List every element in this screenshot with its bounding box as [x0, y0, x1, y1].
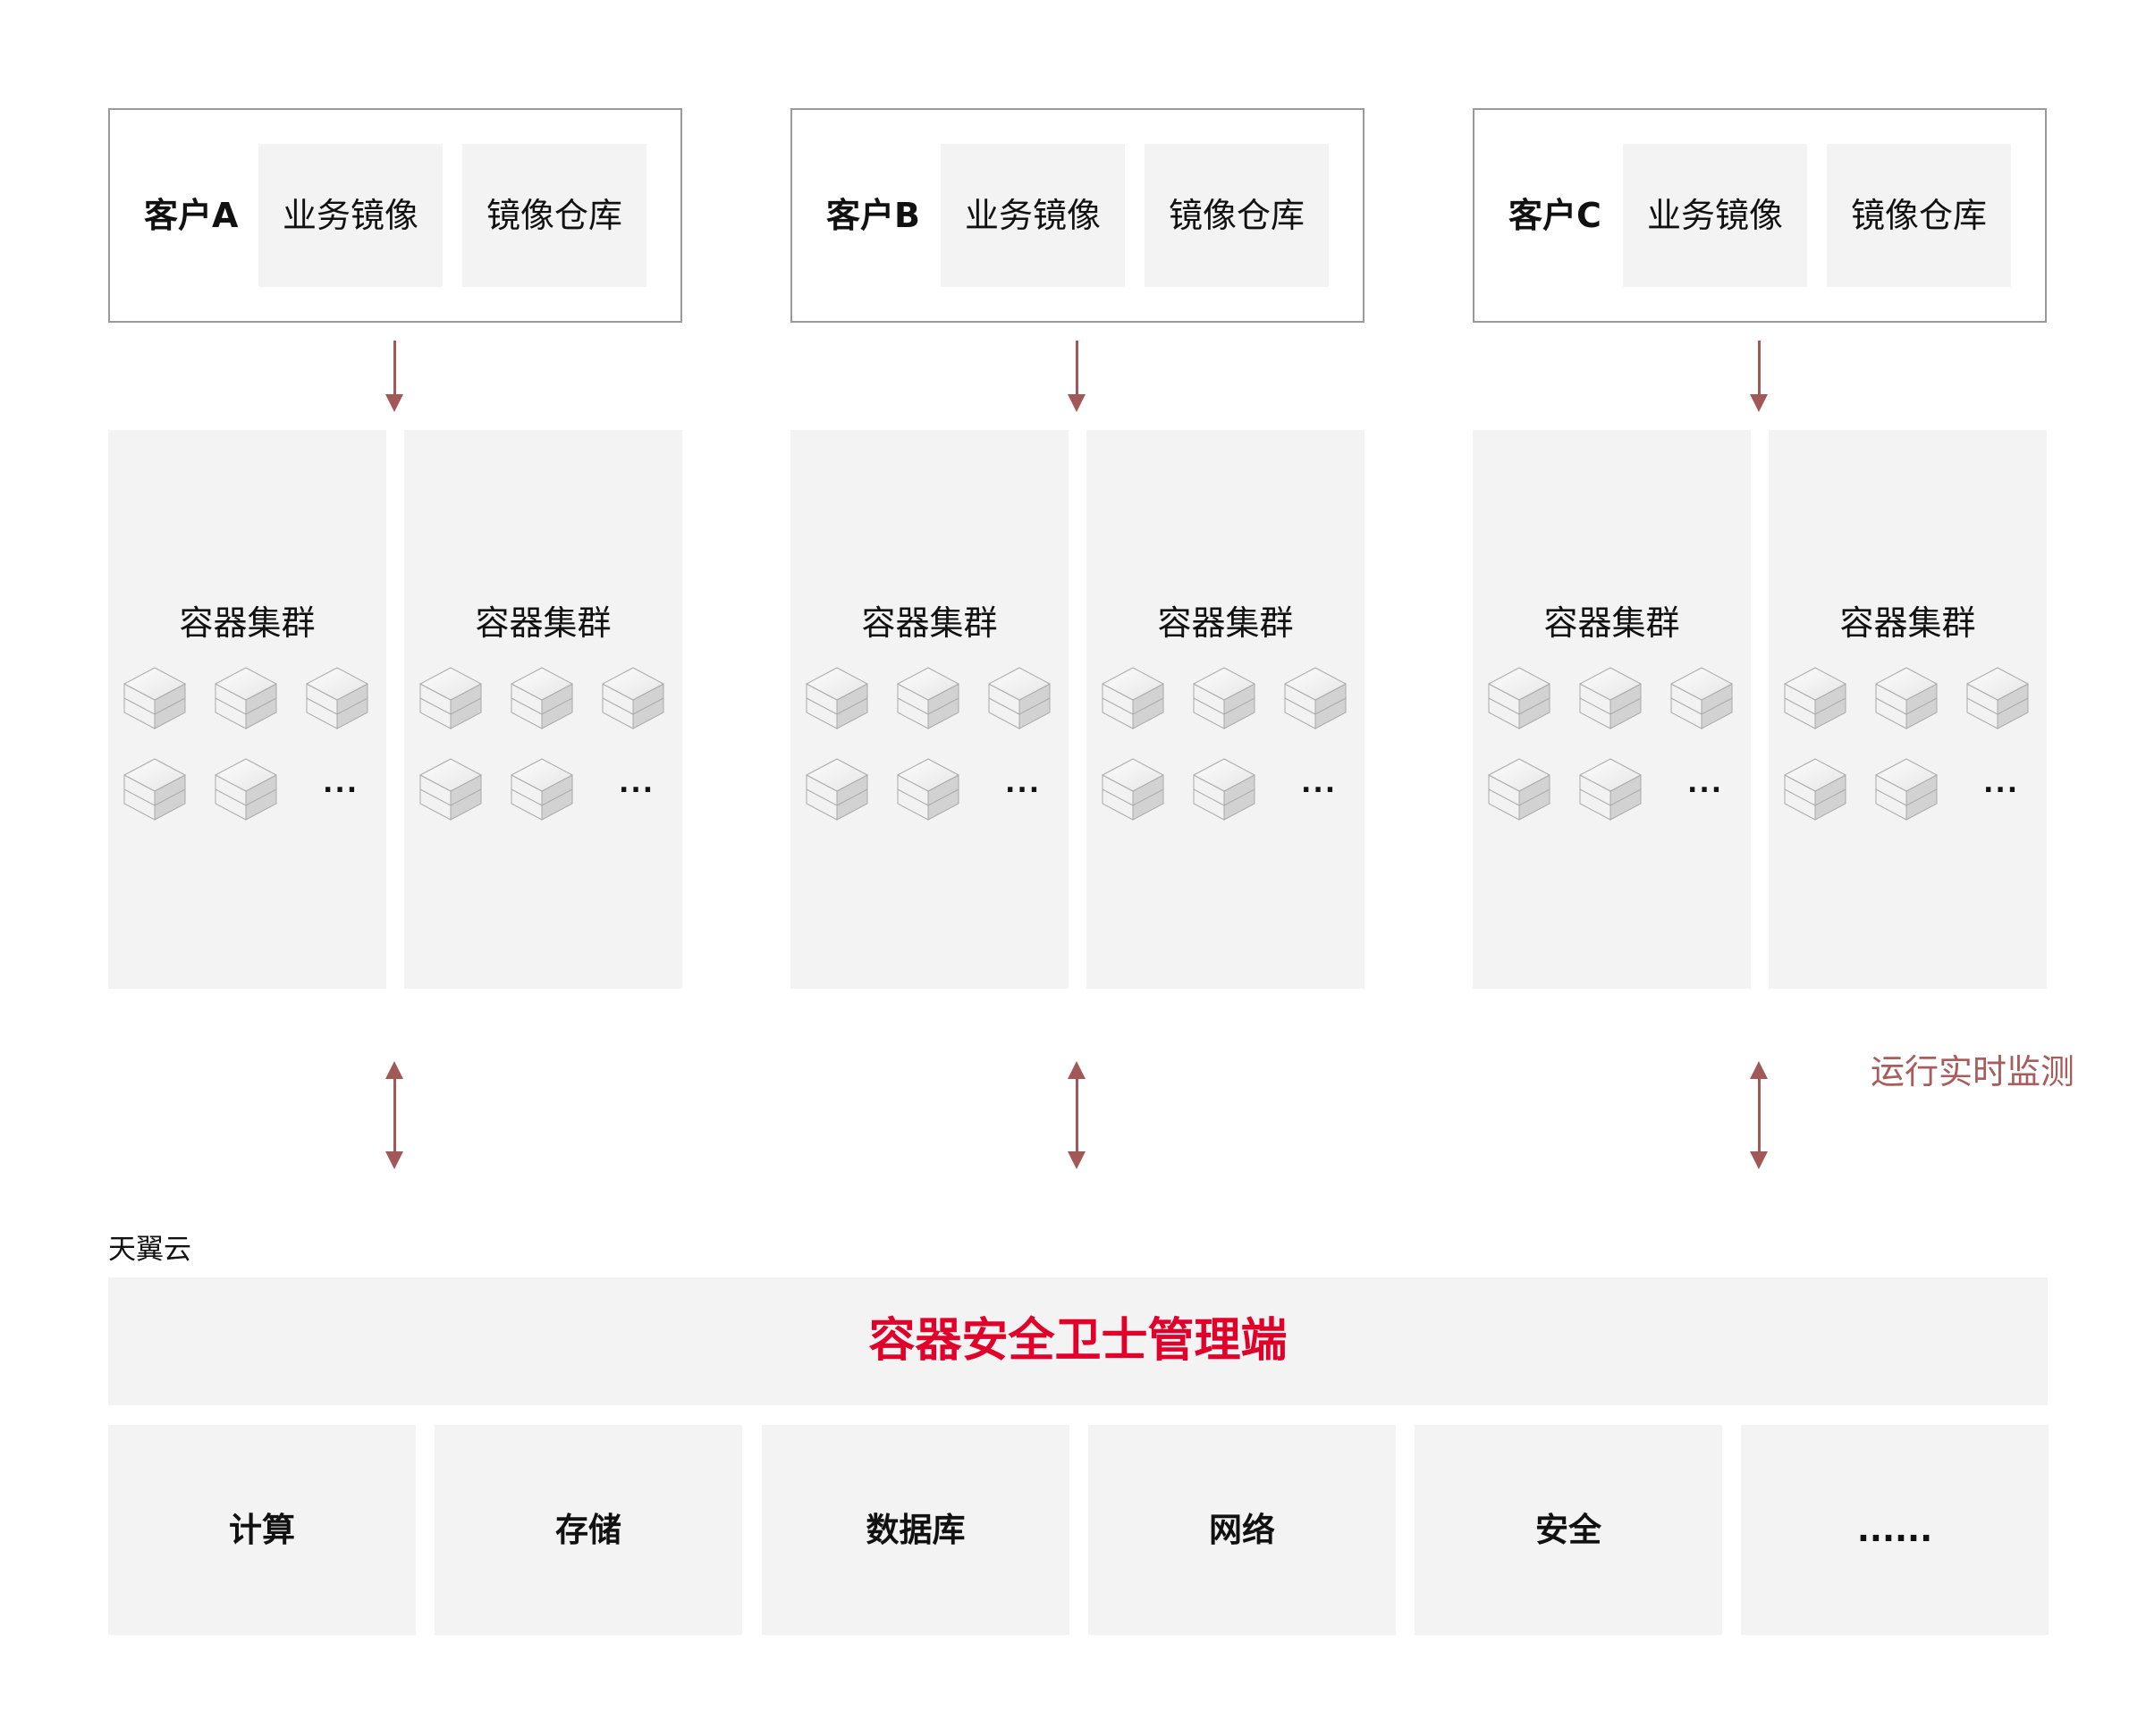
cluster-title: 容器集群 — [475, 603, 612, 643]
container-cube-icon — [803, 664, 871, 732]
container-cube-icon — [417, 664, 485, 732]
customer-label: 客户A — [144, 196, 239, 235]
cluster-title: 容器集群 — [1157, 603, 1294, 643]
down-arrow — [1758, 341, 1761, 396]
cluster-title: 容器集群 — [861, 603, 998, 643]
arrow-head-icon — [1068, 1061, 1086, 1079]
container-cube-icon — [212, 664, 280, 732]
service-tile: 网络 — [1088, 1425, 1396, 1635]
container-cube-icon — [1099, 755, 1167, 823]
container-cube-icon — [1190, 664, 1258, 732]
arrow-head-icon — [1068, 394, 1086, 412]
customer-box: 客户B 业务镜像镜像仓库 — [790, 108, 1364, 323]
container-cube-icon — [1781, 755, 1849, 823]
cloud-label: 天翼云 — [108, 1234, 191, 1266]
container-cube-icon — [508, 755, 576, 823]
container-cube-icon — [1781, 664, 1849, 732]
more-indicator: ... — [1301, 768, 1338, 799]
business-image-tile: 业务镜像 — [941, 144, 1125, 287]
container-cube-icon — [894, 664, 962, 732]
more-indicator: ... — [323, 768, 359, 799]
arrow-head-icon — [1750, 394, 1768, 412]
arrow-head-icon — [1750, 1151, 1768, 1169]
container-cube-icon — [1964, 664, 2032, 732]
cluster-title: 容器集群 — [179, 603, 316, 643]
arrow-head-icon — [385, 1151, 403, 1169]
container-cube-icon — [121, 664, 189, 732]
monitor-label: 运行实时监测 — [1871, 1052, 2075, 1091]
image-repository-tile: 镜像仓库 — [462, 144, 646, 287]
customer-label: 客户C — [1508, 196, 1601, 235]
container-cube-icon — [1668, 664, 1736, 732]
service-tile: 安全 — [1415, 1425, 1722, 1635]
image-repository-tile: 镜像仓库 — [1145, 144, 1329, 287]
container-cube-icon — [1485, 755, 1553, 823]
management-console: 容器安全卫士管理端 — [108, 1277, 2048, 1405]
container-cube-icon — [599, 664, 667, 732]
business-image-tile: 业务镜像 — [1623, 144, 1807, 287]
cluster-title: 容器集群 — [1839, 603, 1976, 643]
more-indicator: ... — [619, 768, 655, 799]
cluster-title: 容器集群 — [1543, 603, 1680, 643]
container-cube-icon — [894, 755, 962, 823]
business-image-tile: 业务镜像 — [258, 144, 443, 287]
bidirectional-arrow — [393, 1073, 396, 1158]
service-tile: ...... — [1741, 1425, 2049, 1635]
down-arrow — [1076, 341, 1078, 396]
customer-label: 客户B — [826, 196, 920, 235]
container-cube-icon — [508, 664, 576, 732]
container-cube-icon — [1190, 755, 1258, 823]
arrow-head-icon — [1750, 1061, 1768, 1079]
container-cluster-panel: 容器集群... — [1473, 430, 1751, 989]
container-cube-icon — [1576, 664, 1644, 732]
bidirectional-arrow — [1758, 1073, 1761, 1158]
container-cube-icon — [803, 755, 871, 823]
customer-box: 客户C 业务镜像镜像仓库 — [1473, 108, 2047, 323]
more-indicator: ... — [1005, 768, 1042, 799]
more-indicator: ... — [1687, 768, 1724, 799]
arrow-head-icon — [1068, 1151, 1086, 1169]
image-repository-tile: 镜像仓库 — [1827, 144, 2011, 287]
container-cube-icon — [1281, 664, 1349, 732]
more-indicator: ... — [1983, 768, 2020, 799]
container-cluster-panel: 容器集群... — [790, 430, 1069, 989]
service-tile: 存储 — [435, 1425, 742, 1635]
container-cube-icon — [212, 755, 280, 823]
container-cube-icon — [985, 664, 1053, 732]
container-cube-icon — [303, 664, 371, 732]
container-cluster-panel: 容器集群... — [1769, 430, 2047, 989]
service-tile: 计算 — [108, 1425, 416, 1635]
container-cluster-panel: 容器集群... — [404, 430, 682, 989]
down-arrow — [393, 341, 396, 396]
container-cluster-panel: 容器集群... — [1086, 430, 1364, 989]
container-cube-icon — [1576, 755, 1644, 823]
container-cube-icon — [1872, 664, 1940, 732]
arrow-head-icon — [385, 1061, 403, 1079]
container-cluster-panel: 容器集群... — [108, 430, 386, 989]
container-cube-icon — [417, 755, 485, 823]
arrow-head-icon — [385, 394, 403, 412]
service-tile: 数据库 — [762, 1425, 1069, 1635]
container-cube-icon — [1485, 664, 1553, 732]
container-cube-icon — [1099, 664, 1167, 732]
customer-box: 客户A 业务镜像镜像仓库 — [108, 108, 682, 323]
container-cube-icon — [1872, 755, 1940, 823]
container-cube-icon — [121, 755, 189, 823]
bidirectional-arrow — [1076, 1073, 1078, 1158]
